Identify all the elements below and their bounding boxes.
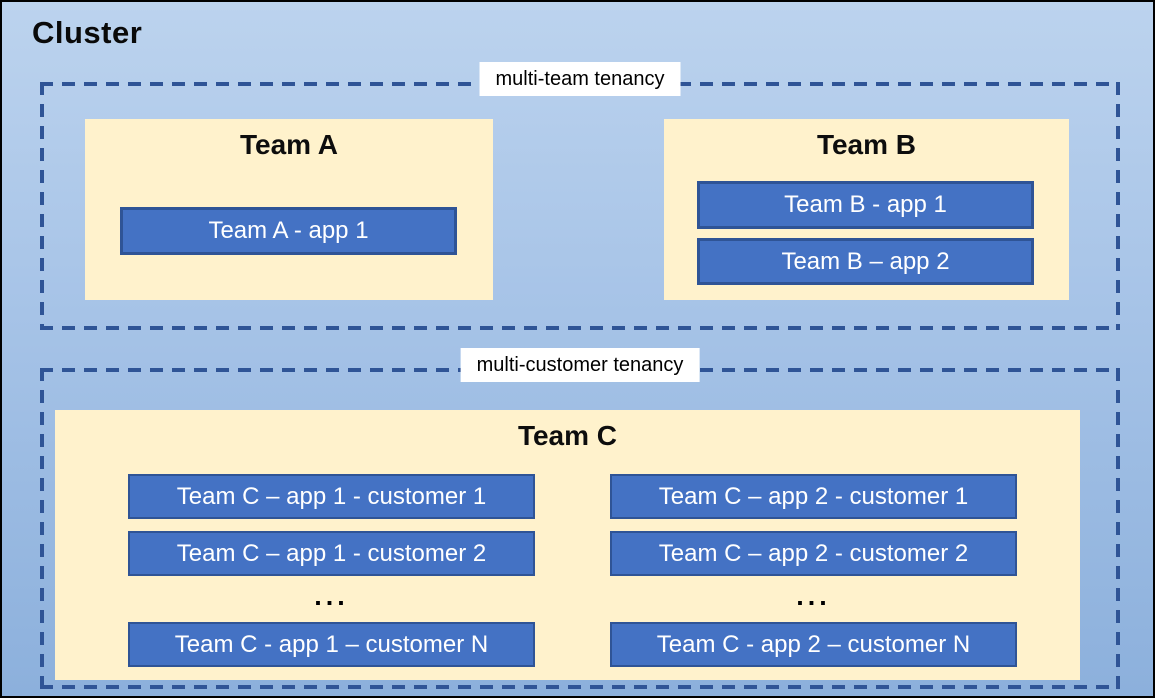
team-b-title: Team B <box>816 129 917 160</box>
cluster-title: Cluster <box>32 15 143 50</box>
team-c-app2-customer-n-box: Team C - app 2 – customer N <box>610 622 1017 667</box>
team-c-title: Team C <box>517 420 618 451</box>
team-c-box: Team C Team C – app 1 - customer 1 Team … <box>55 410 1080 680</box>
team-c-app2-customer-1-box: Team C – app 2 - customer 1 <box>610 474 1017 519</box>
dashed-border-right <box>1116 82 1120 330</box>
dashed-border-bottom <box>40 326 1120 330</box>
team-c-app1-customer-1-box: Team C – app 1 - customer 1 <box>128 474 535 519</box>
team-c-app-1-column: Team C – app 1 - customer 1 Team C – app… <box>128 474 535 669</box>
multi-team-tenancy-boundary: multi-team tenancy Team A Team A - app 1… <box>40 62 1120 330</box>
team-c-app2-ellipsis: ... <box>796 581 831 611</box>
team-c-app1-customer-2-box: Team C – app 1 - customer 2 <box>128 531 535 576</box>
dashed-border-left <box>40 368 44 689</box>
team-b-app-1-box: Team B - app 1 <box>697 181 1034 229</box>
team-c-app1-customer-n-box: Team C - app 1 – customer N <box>128 622 535 667</box>
multi-customer-tenancy-boundary: multi-customer tenancy Team C Team C – a… <box>40 348 1120 689</box>
dashed-border-bottom <box>40 685 1120 689</box>
multi-customer-tenancy-label: multi-customer tenancy <box>460 348 700 382</box>
team-a-box: Team A Team A - app 1 <box>85 119 493 300</box>
team-b-box: Team B Team B - app 1 Team B – app 2 <box>664 119 1069 300</box>
team-c-app2-customer-2-box: Team C – app 2 - customer 2 <box>610 531 1017 576</box>
dashed-border-left <box>40 82 44 330</box>
team-a-title: Team A <box>239 129 339 160</box>
multi-team-tenancy-label: multi-team tenancy <box>479 62 681 96</box>
team-b-app-2-box: Team B – app 2 <box>697 238 1034 285</box>
team-c-app1-ellipsis: ... <box>314 581 349 611</box>
team-c-app-2-column: Team C – app 2 - customer 1 Team C – app… <box>610 474 1017 669</box>
team-a-app-1-box: Team A - app 1 <box>120 207 457 255</box>
dashed-border-right <box>1116 368 1120 689</box>
